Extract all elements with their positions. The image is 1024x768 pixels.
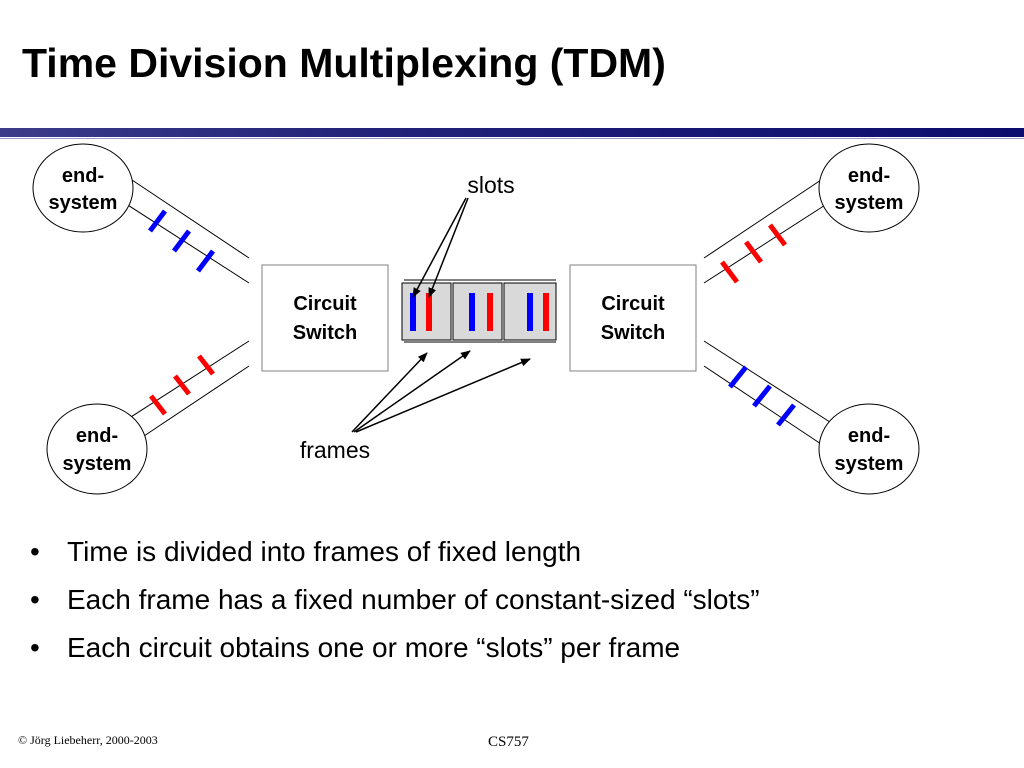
slot-mark (527, 293, 533, 331)
end-system-label: system (835, 192, 904, 214)
slots-label: slots (467, 172, 514, 198)
link-top-left (119, 179, 250, 284)
end-system-label: end- (848, 425, 890, 447)
switch-label: Switch (601, 322, 665, 344)
frame-strip (401, 279, 557, 343)
end-system-label: system (835, 453, 904, 475)
end-system-top-right: end- system (818, 143, 920, 233)
frames-label: frames (300, 437, 370, 463)
link-marks-bottom-right (728, 365, 796, 427)
slot-mark (410, 293, 416, 331)
end-system-label: end- (62, 165, 104, 187)
end-system-label: end- (848, 165, 890, 187)
title-divider-accent (0, 138, 1024, 139)
footer-copyright: © Jörg Liebeherr, 2000-2003 (18, 733, 158, 747)
link-marks-bottom-left (149, 354, 215, 416)
bullet-text: Time is divided into frames of fixed len… (67, 536, 582, 567)
frame-3 (503, 282, 557, 341)
bullet-item: • Each circuit obtains one or more “slots… (30, 624, 760, 672)
frame-2 (452, 282, 503, 341)
slot-mark (487, 293, 493, 331)
switch-label: Circuit (601, 293, 665, 315)
footer-course: CS757 (488, 734, 529, 750)
slot-mark (543, 293, 549, 331)
slot-mark (469, 293, 475, 331)
bullet-dot: • (30, 632, 40, 663)
link-bottom-left (119, 340, 250, 445)
switch-label: Switch (293, 322, 357, 344)
end-system-bottom-left: end- system (46, 403, 148, 495)
bullet-list: • Time is divided into frames of fixed le… (30, 528, 760, 672)
title-divider (0, 128, 1024, 137)
bullet-dot: • (30, 584, 40, 615)
link-marks-top-left (148, 209, 215, 273)
bullet-item: • Each frame has a fixed number of consta… (30, 576, 760, 624)
end-system-label: end- (76, 425, 118, 447)
slot-mark (426, 293, 432, 331)
link-marks-top-right (720, 223, 787, 284)
circuit-switch-left: Circuit Switch (261, 264, 389, 372)
slide-title: Time Division Multiplexing (TDM) (22, 40, 666, 86)
end-system-label: system (49, 192, 118, 214)
circuit-switch-right: Circuit Switch (569, 264, 697, 372)
bullet-text: Each frame has a fixed number of constan… (67, 584, 760, 615)
end-system-label: system (63, 453, 132, 475)
frame-1 (401, 282, 452, 341)
bullet-text: Each circuit obtains one or more “slots”… (67, 632, 681, 663)
switch-label: Circuit (293, 293, 357, 315)
bullet-item: • Time is divided into frames of fixed le… (30, 528, 760, 576)
end-system-top-left: end- system (32, 143, 134, 233)
bullet-dot: • (30, 536, 40, 567)
end-system-bottom-right: end- system (818, 403, 920, 495)
slots-arrows (412, 197, 469, 298)
link-bottom-right (703, 340, 834, 445)
frames-arrows (351, 350, 531, 433)
